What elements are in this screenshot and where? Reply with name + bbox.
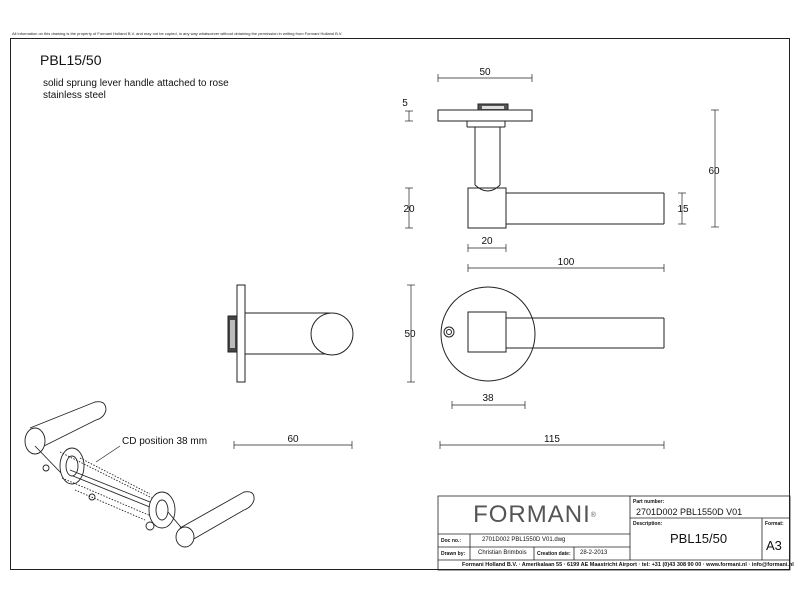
iso-rose-lower-inner [155,499,169,521]
logo-text: FORMANI [473,501,591,528]
product-description: solid sprung lever handle attached to ro… [43,78,229,102]
dim-rose-width: 50 [479,67,491,78]
dim-total-height: 60 [708,166,720,177]
description-line-2: stainless steel [43,90,106,101]
dim-rose-diameter: 50 [404,329,416,340]
front-view [440,286,665,382]
description-line-1: solid sprung lever handle attached to ro… [43,78,229,89]
rose-circle [440,286,536,382]
dim-side-length: 60 [287,434,299,445]
neck-base [467,187,507,229]
iso-rose-upper-inner [65,455,79,477]
format-value: A3 [766,538,782,553]
logo-registered-mark: ® [590,511,597,519]
side-lever-end [310,312,354,356]
top-view [437,103,665,229]
iso-screw-head-1 [42,464,50,472]
iso-lever-upper [29,401,107,447]
creation-date-value: 28-2-2013 [580,550,608,556]
neck-curve [474,184,501,192]
side-rose [236,284,246,383]
drawing-frame [10,38,790,570]
iso-screws [59,451,166,523]
iso-lever-upper-neck [34,445,63,475]
iso-rose-upper [59,447,85,485]
part-number-label: Part number: [633,499,665,505]
dim-total-length: 115 [544,434,560,445]
description-value: PBL15/50 [670,531,728,546]
iso-screw-head-3 [145,521,155,531]
spindle-cap-highlight [482,106,504,109]
disclaimer-text: All information on this drawing is the p… [12,31,343,36]
iso-lever-upper-end [24,427,46,455]
dim-cd-distance: 38 [482,393,494,404]
description-label: Description: [633,521,663,527]
dim-neck-height: 20 [403,204,415,215]
iso-screw-head-2 [88,493,96,501]
isometric-view [24,401,255,548]
drawn-by-label: Drawn by: [441,551,466,557]
iso-rose-lower [148,491,176,529]
dim-lever-thickness: 15 [677,204,689,215]
dim-lever-length: 100 [558,257,575,268]
drawn-by-value: Christian Brimbois [478,550,527,556]
formani-logo: FORMANI® [440,496,630,534]
iso-lever-lower-end [175,526,195,548]
side-view [227,284,354,383]
cd-position-label: CD position 38 mm [122,436,207,447]
creation-date-label: Creation date: [537,551,571,557]
lever-boss [467,311,507,353]
format-label: Format: [765,521,784,527]
rose-plate-outline [437,109,533,122]
doc-no-value: 2701D002 PBL1550D V01.dwg [482,537,566,543]
doc-no-label: Doc no.: [441,538,461,544]
product-title: PBL15/50 [40,52,102,68]
dim-rose-thickness: 5 [402,98,408,109]
dim-neck-width: 20 [481,236,493,247]
company-footer: Formani Holland B.V. · Amerikalaan 55 · … [462,562,794,568]
part-number-value: 2701D002 PBL1550D V01 [636,507,743,517]
side-spindle-highlight [230,320,235,348]
cd-leader [95,445,121,463]
set-screw-inner [446,329,452,335]
dimension-lines [95,74,719,463]
set-screw-outer [443,326,455,338]
title-block-grid [437,495,791,571]
iso-lever-lower [179,491,255,541]
